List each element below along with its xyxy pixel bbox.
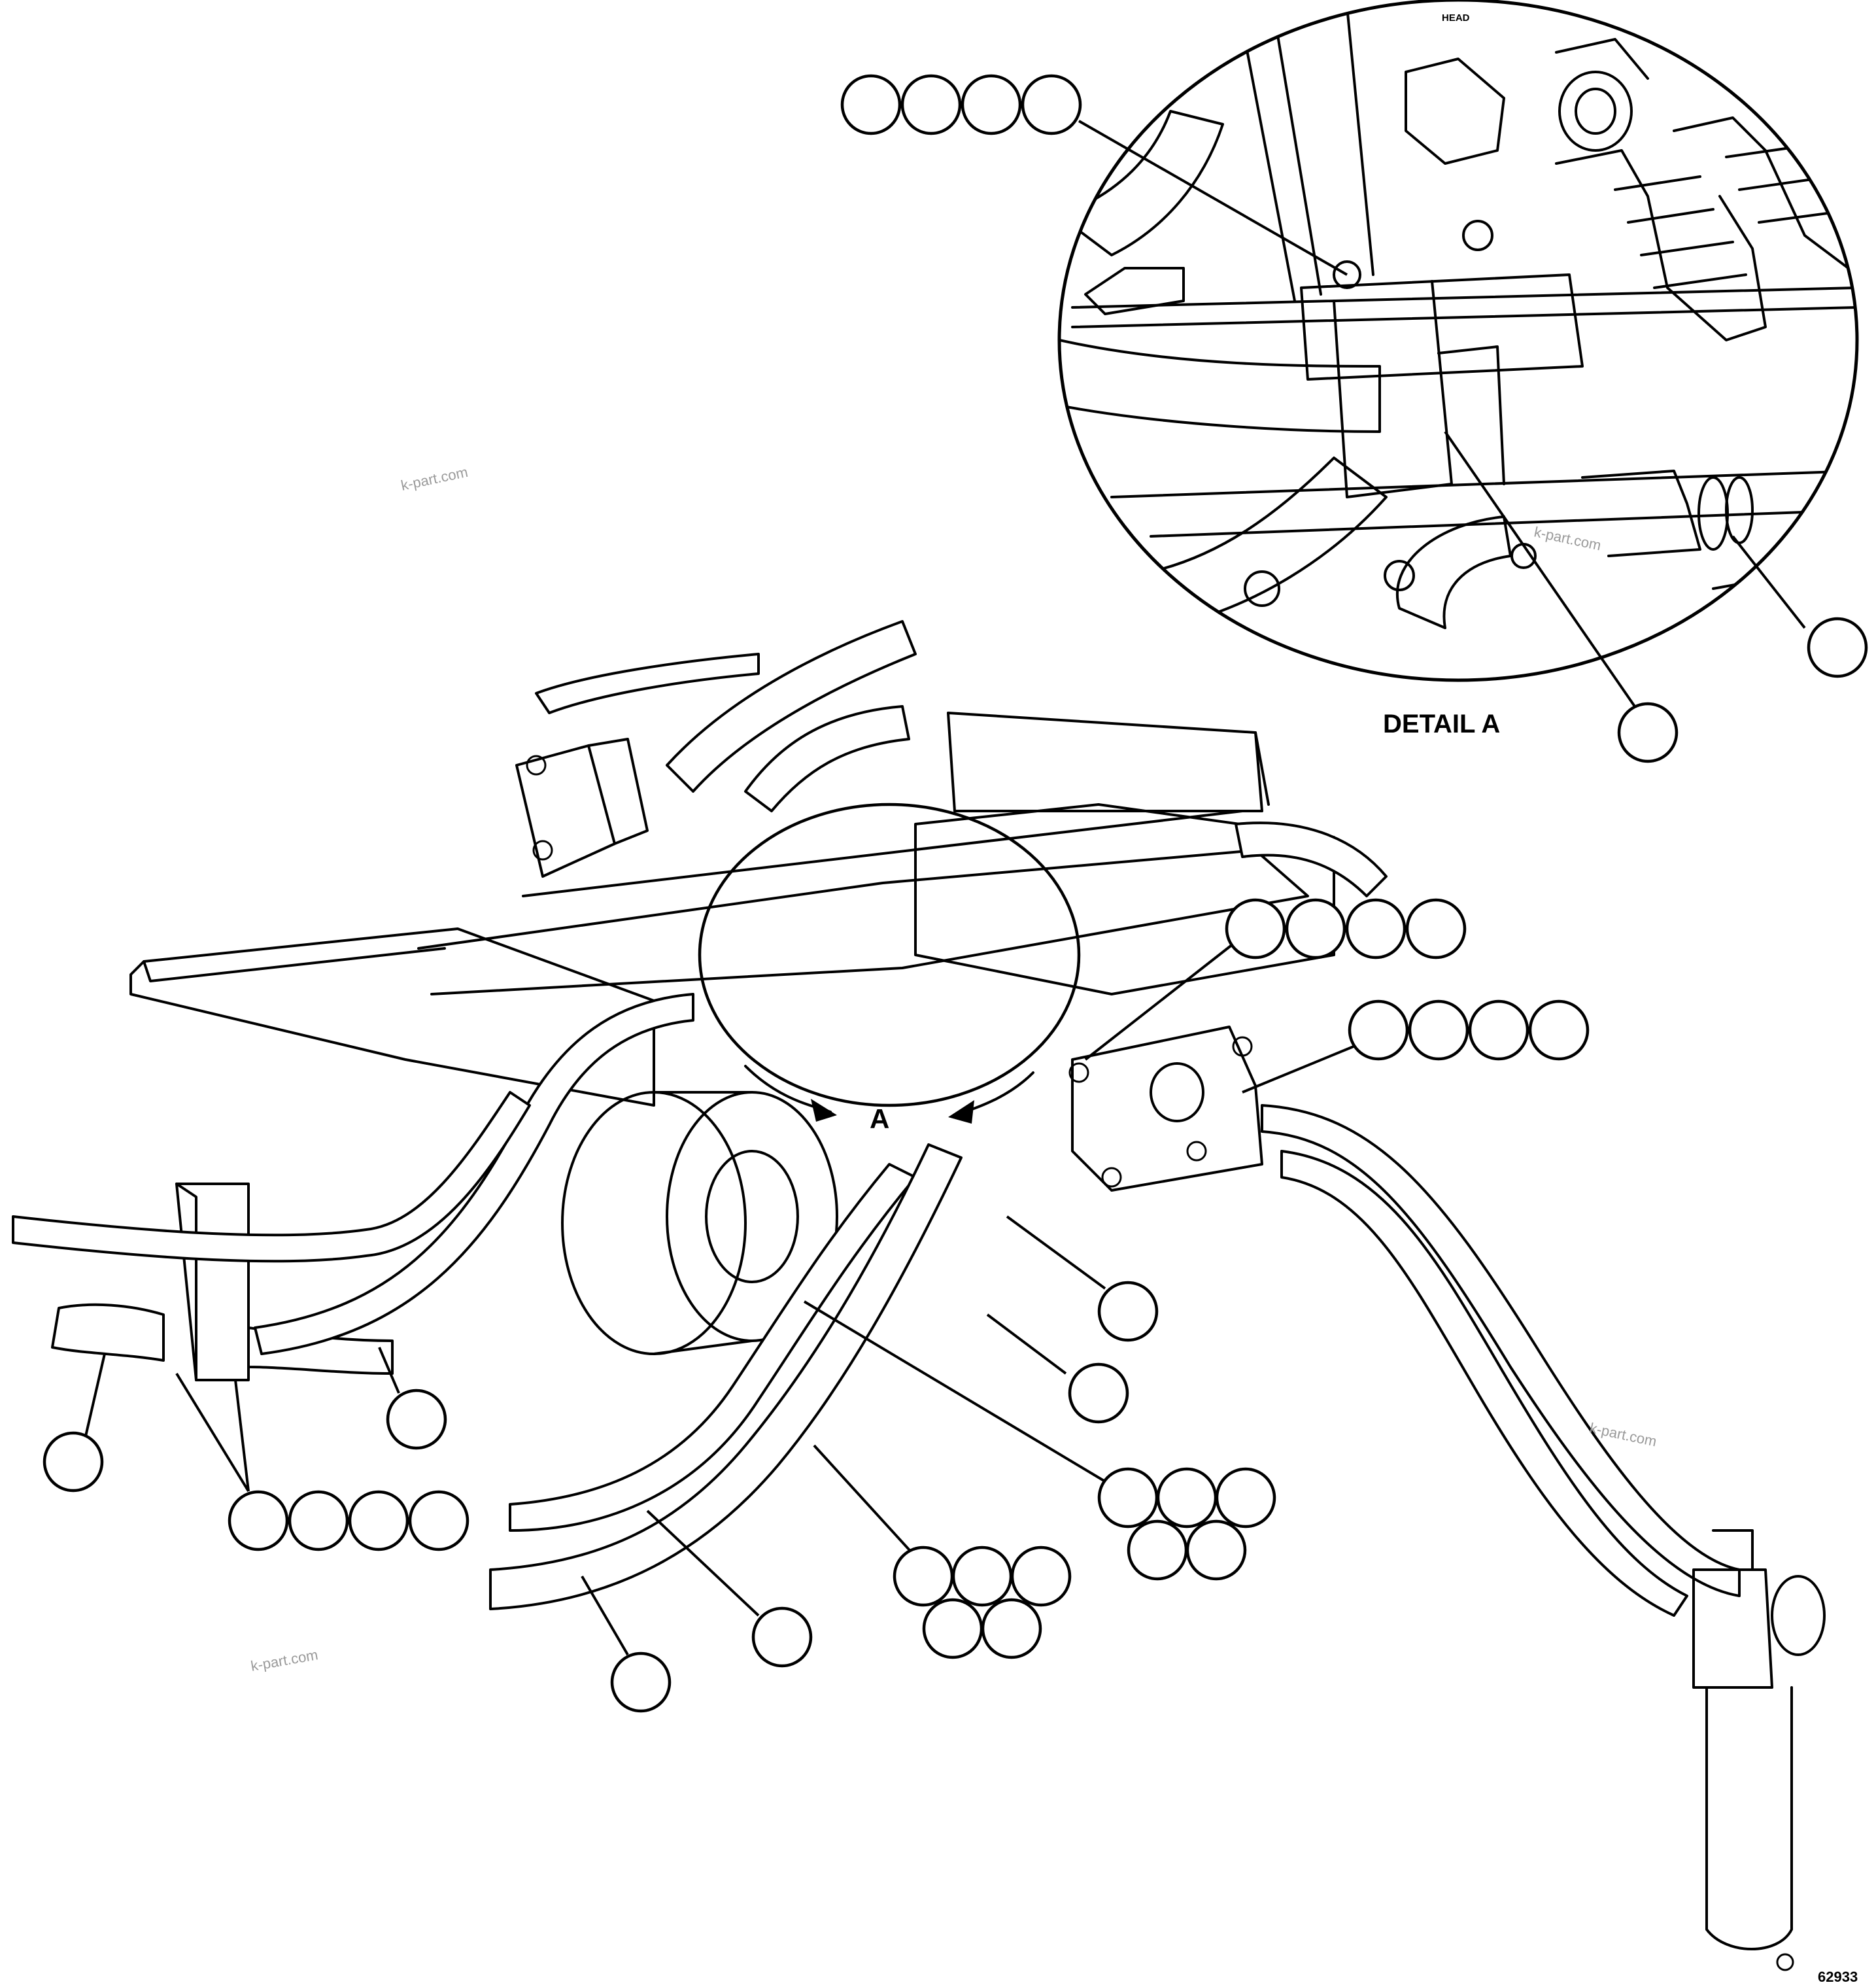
callout-balloon[interactable] — [922, 1598, 983, 1659]
callout-balloon[interactable] — [1348, 999, 1409, 1061]
callout-balloon[interactable] — [840, 74, 902, 135]
callout-group-detail-bottom — [1444, 430, 1679, 763]
callout-balloon[interactable] — [1345, 898, 1407, 959]
callout-balloon[interactable] — [961, 74, 1022, 135]
callout-balloon[interactable] — [610, 1651, 672, 1713]
callout-balloon[interactable] — [951, 1546, 1013, 1607]
callout-balloon[interactable] — [1097, 1467, 1159, 1529]
callout-balloon[interactable] — [288, 1490, 349, 1551]
callout-group-left-single — [378, 1347, 447, 1450]
callout-balloon[interactable] — [386, 1389, 447, 1450]
callout-balloon[interactable] — [228, 1490, 289, 1551]
callout-balloon[interactable] — [408, 1490, 469, 1551]
callout-group-lower-hose-a — [646, 1510, 813, 1668]
callout-group-left-hose — [43, 1353, 106, 1493]
callout-balloon[interactable] — [1215, 1467, 1276, 1529]
view-marker-a: A — [870, 1103, 889, 1134]
callout-balloon[interactable] — [1285, 898, 1346, 959]
head-label: HEAD — [1442, 12, 1470, 24]
callout-group-detail-right — [1731, 535, 1868, 678]
detail-a-view — [1057, 0, 1859, 682]
callout-group-center-single — [1006, 1215, 1159, 1342]
watermark: k-part.com — [400, 464, 469, 494]
callout-balloon[interactable] — [1156, 1467, 1218, 1529]
callout-balloon[interactable] — [1185, 1519, 1247, 1581]
callout-balloon[interactable] — [981, 1598, 1042, 1659]
callout-balloon[interactable] — [1807, 617, 1868, 678]
callout-balloon[interactable] — [893, 1546, 954, 1607]
callout-balloon[interactable] — [1405, 898, 1467, 959]
watermark: k-part.com — [250, 1646, 320, 1674]
callout-balloon[interactable] — [348, 1490, 409, 1551]
callout-group-lower-hose-b — [581, 1575, 672, 1713]
callout-group-lower-cluster — [813, 1444, 1072, 1659]
callout-balloon[interactable] — [751, 1606, 813, 1668]
callout-balloon[interactable] — [1127, 1519, 1188, 1581]
callout-balloon[interactable] — [1468, 999, 1529, 1061]
callout-balloon[interactable] — [1097, 1281, 1159, 1342]
detail-a-label: DETAIL A — [1383, 710, 1500, 738]
main-assembly: A — [12, 620, 1826, 1971]
watermark: k-part.com — [1533, 523, 1603, 553]
callout-balloon[interactable] — [900, 74, 962, 135]
callout-balloon[interactable] — [1225, 898, 1286, 959]
callout-group-center-lower — [986, 1313, 1129, 1424]
figure-number: 62933 — [1818, 1969, 1858, 1985]
callout-balloon[interactable] — [1408, 999, 1469, 1061]
callout-balloon[interactable] — [1617, 702, 1679, 763]
callout-balloon[interactable] — [43, 1431, 104, 1493]
callout-balloon[interactable] — [1528, 999, 1590, 1061]
callout-group-mid-right-b — [1242, 999, 1590, 1094]
callout-group-center-cluster — [803, 1300, 1276, 1581]
callout-group-detail-top — [840, 74, 1348, 276]
callout-balloon[interactable] — [1068, 1362, 1129, 1424]
callout-balloon[interactable] — [1010, 1546, 1072, 1607]
callout-balloon[interactable] — [1021, 74, 1082, 135]
callout-group-left-row — [175, 1372, 469, 1551]
callout-group-mid-right-a — [1084, 898, 1467, 1061]
